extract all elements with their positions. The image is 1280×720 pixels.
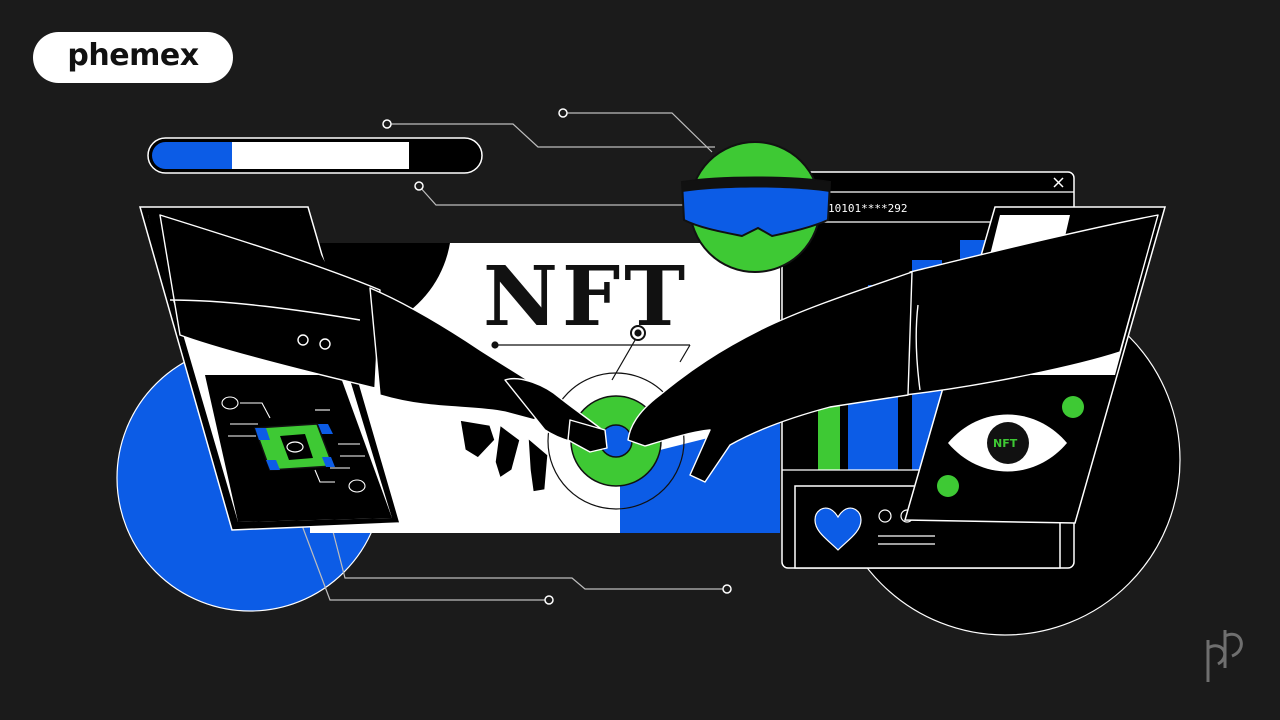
green-dot bbox=[1062, 396, 1084, 418]
green-dot bbox=[937, 475, 959, 497]
nft-headline: NFT bbox=[483, 249, 689, 345]
human-arm bbox=[627, 214, 1159, 483]
vr-headset-icon bbox=[680, 141, 832, 273]
progress-fill-blue bbox=[152, 142, 232, 169]
heart-icon[interactable] bbox=[814, 507, 862, 551]
circuit-chip-icon bbox=[253, 423, 335, 471]
wallet-address: 10101****292 bbox=[828, 202, 907, 215]
progress-bar bbox=[147, 137, 483, 174]
eye-label: NFT bbox=[993, 437, 1018, 450]
phemex-logo[interactable]: phemex bbox=[33, 32, 233, 83]
progress-fill-white bbox=[232, 142, 409, 169]
robot-arm bbox=[159, 214, 608, 493]
phemex-watermark-icon bbox=[1206, 630, 1243, 682]
logo-text: phemex bbox=[67, 38, 199, 73]
close-icon[interactable] bbox=[1053, 177, 1064, 188]
circuit-nodes bbox=[382, 108, 732, 605]
circuit-lines bbox=[299, 112, 727, 601]
